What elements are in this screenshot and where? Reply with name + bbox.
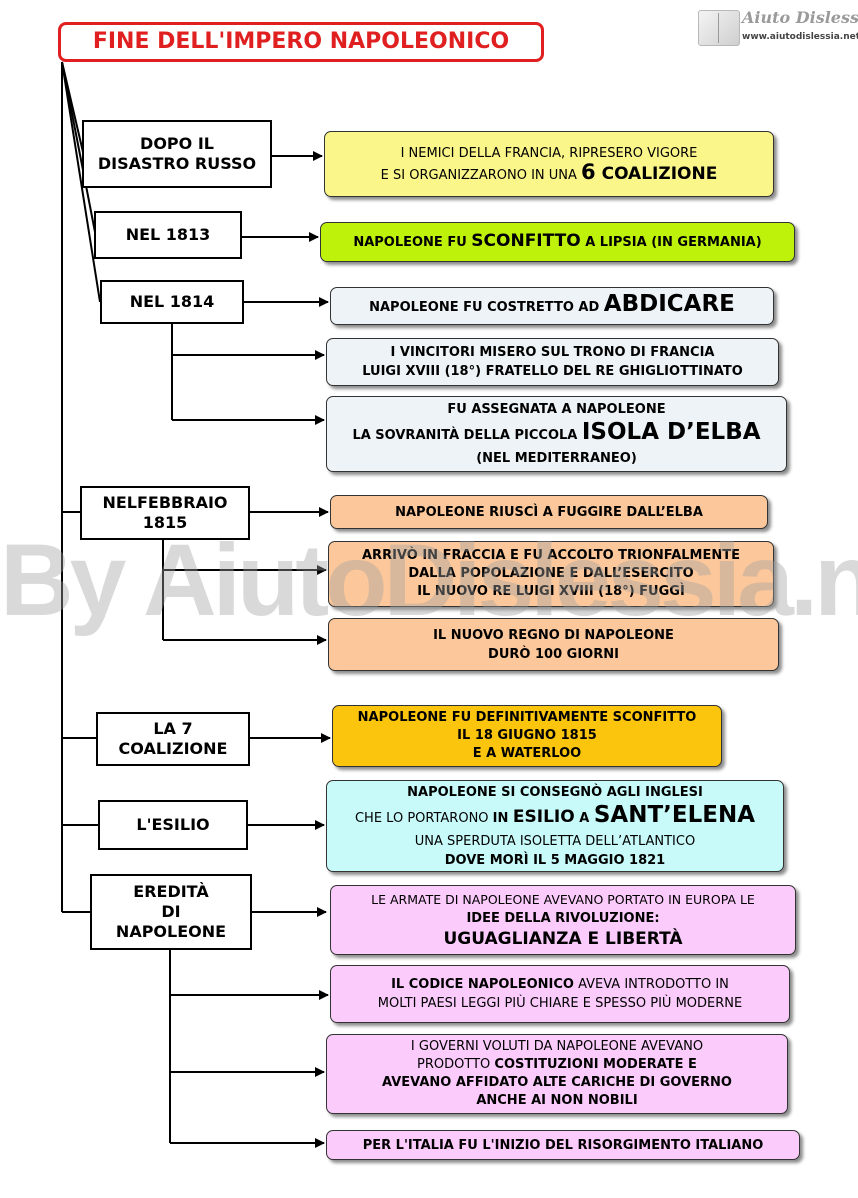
category-settima-coalizione: LA 7 COALIZIONE bbox=[96, 712, 250, 766]
box-line: UNA SPERDUTA ISOLETTA DELL’ATLANTICO bbox=[414, 833, 696, 849]
text-segment: NAPOLEONE FU COSTRETTO AD bbox=[369, 300, 604, 315]
box-line: LE ARMATE DI NAPOLEONE AVEVANO PORTATO I… bbox=[371, 892, 755, 907]
category-febbraio-1815: NELFEBBRAIO 1815 bbox=[80, 486, 250, 540]
box-line: IDEE DELLA RIVOLUZIONE: bbox=[466, 911, 660, 926]
text-segment: LA SOVRANITÀ DELLA PICCOLA bbox=[352, 428, 582, 443]
category-nel-1813: NEL 1813 bbox=[94, 211, 242, 259]
box-line: IL 18 GIUGNO 1815 bbox=[457, 728, 597, 743]
box-line: NAPOLEONE RIUSCÌ A FUGGIRE DALL’ELBA bbox=[395, 504, 703, 520]
box-line: IL CODICE NAPOLEONICO AVEVA INTRODOTTO I… bbox=[391, 975, 729, 994]
category-esilio: L'ESILIO bbox=[98, 800, 248, 850]
box-line: FU ASSEGNATA A NAPOLEONE bbox=[447, 402, 666, 417]
box-line: DOVE MORÌ IL 5 MAGGIO 1821 bbox=[444, 852, 666, 868]
box-line: ARRIVÒ IN FRACCIA E FU ACCOLTO TRIONFALM… bbox=[362, 548, 740, 563]
box-line: CHE LO PORTARONO IN ESILIO A SANT’ELENA bbox=[355, 802, 755, 832]
trunk-branch-2 bbox=[61, 61, 96, 233]
box-line: I VINCITORI MISERO SUL TRONO DI FRANCIA bbox=[390, 345, 715, 360]
text-segment: A bbox=[574, 810, 594, 826]
category-nel-1814: NEL 1814 bbox=[100, 280, 244, 324]
box-sconfitto-lipsia: NAPOLEONE FU SCONFITTO A LIPSIA (IN GERM… bbox=[320, 222, 795, 262]
box-line: IL NUOVO REGNO DI NAPOLEONE bbox=[433, 627, 674, 643]
box-line: I NEMICI DELLA FRANCIA, RIPRESERO VIGORE bbox=[400, 145, 698, 161]
text-segment: IL CODICE NAPOLEONICO bbox=[391, 977, 574, 992]
box-isola-elba: FU ASSEGNATA A NAPOLEONE LA SOVRANITÀ DE… bbox=[326, 396, 787, 472]
box-codice-napoleonico: IL CODICE NAPOLEONICO AVEVA INTRODOTTO I… bbox=[330, 965, 790, 1023]
box-line: NAPOLEONE FU COSTRETTO AD ABDICARE bbox=[369, 293, 735, 317]
text-segment: E SI ORGANIZZARONO IN UNA bbox=[380, 167, 582, 183]
text-segment: IN bbox=[492, 810, 513, 826]
text-segment: SANT’ELENA bbox=[593, 801, 756, 828]
box-line: LA SOVRANITÀ DELLA PICCOLA ISOLA D’ELBA bbox=[352, 419, 760, 449]
text-segment: COSTITUZIONI MODERATE E bbox=[494, 1057, 697, 1072]
box-waterloo: NAPOLEONE FU DEFINITIVAMENTE SCONFITTO I… bbox=[332, 705, 722, 767]
box-governi-costituzioni: I GOVERNI VOLUTI DA NAPOLEONE AVEVANO PR… bbox=[326, 1034, 788, 1114]
box-nemici-coalizione: I NEMICI DELLA FRANCIA, RIPRESERO VIGORE… bbox=[324, 131, 774, 197]
text-segment: SCONFITTO bbox=[471, 231, 581, 251]
box-sant-elena: NAPOLEONE SI CONSEGNÒ AGLI INGLESI CHE L… bbox=[326, 780, 784, 872]
category-eredita-napoleone: EREDITÀ DI NAPOLEONE bbox=[90, 874, 252, 950]
text-segment: ESILIO bbox=[512, 806, 575, 827]
text-segment: CHE LO PORTARONO bbox=[354, 810, 493, 826]
box-line: (NEL MEDITERRANEO) bbox=[476, 451, 637, 466]
text-segment: PRODOTTO bbox=[417, 1057, 495, 1072]
logo-name: Aiuto Dislessia bbox=[742, 8, 858, 27]
box-luigi-xviii: I VINCITORI MISERO SUL TRONO DI FRANCIA … bbox=[326, 338, 779, 386]
text-segment: AVEVA INTRODOTTO IN bbox=[573, 977, 729, 992]
category-dopo-disastro-russo: DOPO IL DISASTRO RUSSO bbox=[82, 120, 272, 188]
box-line: I GOVERNI VOLUTI DA NAPOLEONE AVEVANO bbox=[410, 1039, 704, 1054]
box-line: IL NUOVO RE LUIGI XVIII (18°) FUGGÌ bbox=[417, 584, 685, 599]
text-segment: NAPOLEONE FU bbox=[353, 235, 472, 250]
box-line: PER L'ITALIA FU L'INIZIO DEL RISORGIMENT… bbox=[362, 1137, 764, 1153]
box-line: AVEVANO AFFIDATO ALTE CARICHE DI GOVERNO bbox=[382, 1075, 732, 1090]
box-line: PRODOTTO COSTITUZIONI MODERATE E bbox=[417, 1056, 697, 1074]
box-line: DALLA POPOLAZIONE E DALL’ESERCITO bbox=[408, 566, 694, 581]
box-risorgimento: PER L'ITALIA FU L'INIZIO DEL RISORGIMENT… bbox=[326, 1130, 800, 1160]
box-line: DURÒ 100 GIORNI bbox=[488, 646, 619, 662]
text-segment: A LIPSIA (IN GERMANIA) bbox=[580, 235, 762, 250]
box-line: NAPOLEONE FU SCONFITTO A LIPSIA (IN GERM… bbox=[353, 232, 761, 252]
box-line: LUIGI XVIII (18°) FRATELLO DEL RE GHIGLI… bbox=[362, 364, 743, 379]
watermark-text: By AiutoDislessia.net bbox=[0, 523, 858, 637]
box-idee-rivoluzione: LE ARMATE DI NAPOLEONE AVEVANO PORTATO I… bbox=[330, 885, 796, 955]
text-segment: COALIZIONE bbox=[595, 163, 718, 184]
box-line: NAPOLEONE SI CONSEGNÒ AGLI INGLESI bbox=[407, 784, 703, 800]
box-cento-giorni: IL NUOVO REGNO DI NAPOLEONE DURÒ 100 GIO… bbox=[328, 618, 779, 671]
box-line: NAPOLEONE FU DEFINITIVAMENTE SCONFITTO bbox=[357, 710, 697, 725]
box-line: E A WATERLOO bbox=[472, 746, 582, 761]
logo-url: www.aiutodislessia.net bbox=[742, 32, 858, 42]
site-logo: Aiuto Dislessia www.aiutodislessia.net bbox=[698, 8, 858, 48]
text-segment: 6 bbox=[581, 159, 596, 184]
box-fuga-elba: NAPOLEONE RIUSCÌ A FUGGIRE DALL’ELBA bbox=[330, 495, 768, 529]
box-line: E SI ORGANIZZARONO IN UNA 6 COALIZIONE bbox=[380, 159, 718, 185]
trunk-branch-3 bbox=[61, 61, 101, 303]
text-segment: ISOLA D’ELBA bbox=[581, 419, 761, 445]
box-line: ANCHE AI NON NOBILI bbox=[476, 1093, 638, 1108]
book-icon bbox=[698, 10, 740, 46]
box-line: UGUAGLIANZA E LIBERTÀ bbox=[443, 929, 683, 949]
text-segment: ABDICARE bbox=[603, 291, 735, 317]
box-line: MOLTI PAESI LEGGI PIÙ CHIARE E SPESSO PI… bbox=[377, 996, 743, 1011]
box-abdicare: NAPOLEONE FU COSTRETTO AD ABDICARE bbox=[330, 287, 774, 325]
box-arrivo-francia: ARRIVÒ IN FRACCIA E FU ACCOLTO TRIONFALM… bbox=[328, 541, 774, 607]
page-title: FINE DELL'IMPERO NAPOLEONICO bbox=[58, 22, 544, 62]
